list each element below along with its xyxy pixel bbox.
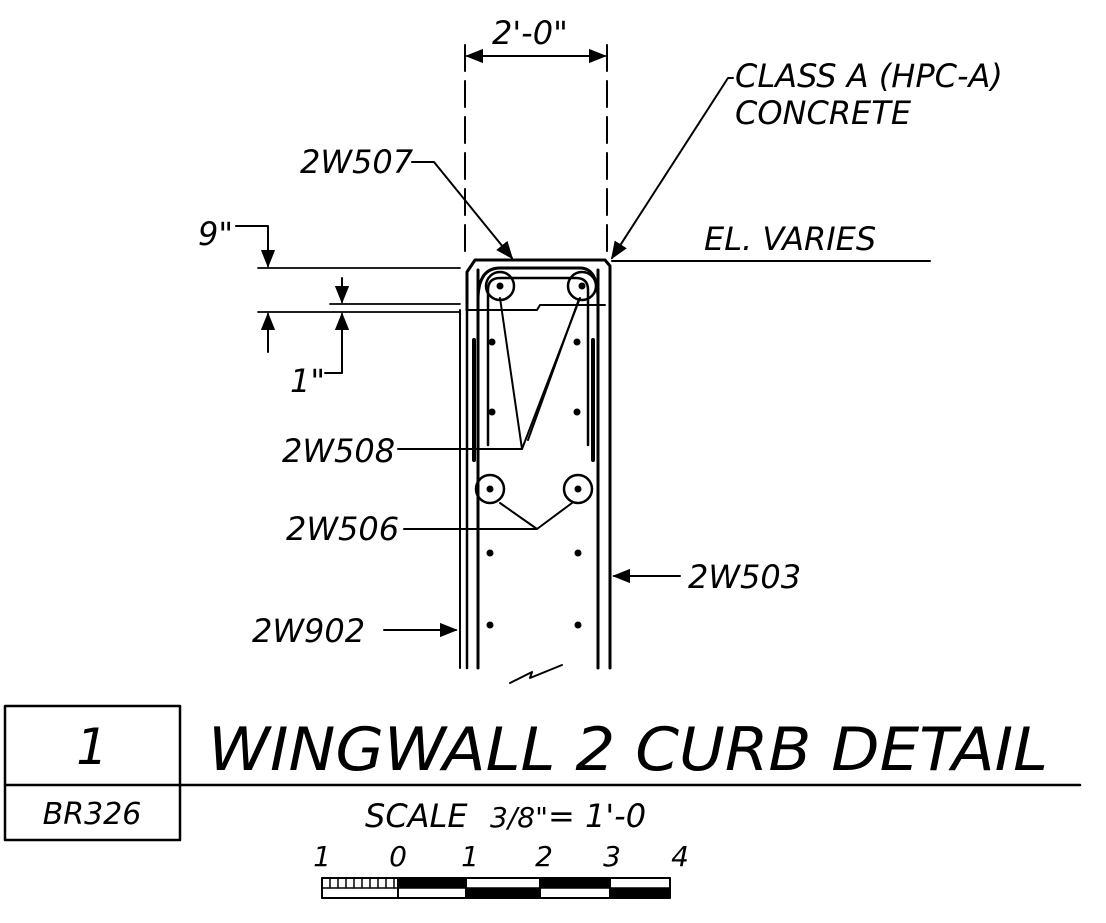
scale-tick-label: 1	[461, 840, 479, 873]
scale-prefix: SCALE	[365, 797, 468, 835]
width-dimension-label: 2'-0"	[492, 14, 568, 52]
bar-2w506-label: 2W506	[286, 510, 399, 548]
bar-2w503-label: 2W503	[688, 558, 801, 596]
top-depth-label: 9"	[198, 215, 233, 253]
scale-tick-label: 2	[535, 840, 553, 873]
concrete-callout-line2: CONCRETE	[735, 94, 912, 132]
bar-2w507-label: 2W507	[300, 143, 414, 181]
bottom-depth-label: 1"	[290, 362, 325, 400]
scale-bar: 1 0 1 2 3 4	[313, 840, 689, 899]
elevation-callout: EL. VARIES	[704, 220, 876, 258]
scale-tick-label: 3	[603, 840, 621, 873]
scale-tick-label: 1	[313, 840, 331, 873]
scale-fraction: 3/8"	[490, 801, 548, 834]
bar-2w902-label: 2W902	[252, 612, 365, 650]
detail-number: 1	[76, 718, 108, 776]
scale-tick-label: 0	[389, 840, 407, 873]
concrete-callout-line1: CLASS A (HPC-A)	[735, 57, 1003, 95]
sheet-reference: BR326	[43, 797, 142, 832]
scale-suffix: = 1'-0	[548, 797, 646, 835]
scale-tick-label: 4	[671, 840, 689, 873]
detail-title: WINGWALL 2 CURB DETAIL	[208, 715, 1048, 785]
width-dimension: 2'-0"	[464, 14, 608, 261]
bar-2w508-label: 2W508	[282, 432, 395, 470]
callouts: CLASS A (HPC-A) CONCRETE EL. VARIES 2W50…	[252, 57, 1003, 650]
wall-section	[459, 258, 612, 684]
title-block: 1 BR326 WINGWALL 2 CURB DETAIL SCALE 3/8…	[3, 704, 1082, 842]
rebar-bars	[474, 270, 598, 629]
scale-subdivisions	[329, 877, 395, 889]
depth-dimensions: 9" 1"	[198, 215, 461, 400]
